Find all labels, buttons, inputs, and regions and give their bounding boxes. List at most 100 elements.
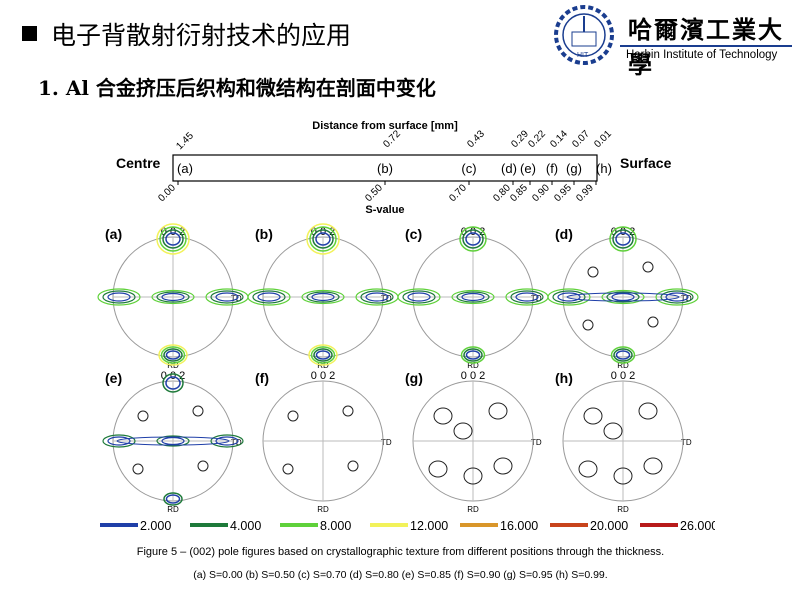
rd-label: RD: [617, 361, 629, 370]
contour: [397, 288, 441, 306]
contour: [162, 373, 184, 393]
contour: [612, 229, 634, 249]
contour: [609, 226, 637, 252]
contour: [156, 223, 190, 255]
surface-label: Surface: [620, 155, 672, 171]
legend-value: 2.000: [140, 519, 171, 533]
contour: [197, 460, 209, 472]
figure-caption-positions: (a) S=0.00 (b) S=0.50 (c) S=0.70 (d) S=0…: [193, 569, 608, 581]
pole-figure-label: (b): [255, 226, 273, 242]
distance-value: 0.22: [526, 128, 548, 150]
pole-index: 0 0 2: [461, 370, 485, 382]
position-label: (g): [566, 161, 582, 176]
svg-text:HIT: HIT: [577, 52, 589, 59]
distance-value: 0.07: [570, 128, 592, 150]
distance-value: 0.29: [509, 128, 531, 150]
legend-value: 4.000: [230, 519, 261, 533]
distance-value: 1.45: [174, 130, 196, 152]
contour: [463, 467, 483, 485]
contour: [252, 290, 286, 304]
contour: [515, 292, 539, 302]
contour: [308, 344, 338, 366]
contour: [161, 292, 185, 302]
position-label: (f): [546, 161, 558, 176]
pole-index: 0 0 2: [161, 226, 185, 238]
distance-value: 0.14: [548, 128, 570, 150]
rd-label: RD: [467, 505, 479, 514]
contour: [156, 435, 190, 447]
pole-figure-label: (e): [105, 370, 122, 386]
pole-index: 0 0 2: [611, 370, 635, 382]
contour: [160, 346, 186, 364]
legend-value: 12.000: [410, 519, 448, 533]
position-label: (b): [377, 161, 393, 176]
logo-chinese-name: 哈爾濱工業大學: [628, 15, 784, 79]
contour: [610, 346, 636, 364]
contour: [210, 290, 244, 304]
centre-label: Centre: [116, 155, 161, 171]
s-value: 0.85: [508, 182, 530, 204]
sample-position-schematic: Distance from surface [mm] S-value Centr…: [116, 120, 672, 216]
contour: [557, 292, 581, 302]
contour: [312, 229, 334, 249]
rd-label: RD: [167, 505, 179, 514]
contour: [102, 434, 136, 448]
position-label: (c): [461, 161, 476, 176]
contour: [428, 460, 448, 478]
pole-figure-label: (g): [405, 370, 423, 386]
td-label: TD: [531, 438, 542, 447]
pole-figure-label: (a): [105, 226, 122, 242]
pole-figure-label: (d): [555, 226, 573, 242]
s-value: 0.70: [447, 182, 469, 204]
contour: [402, 290, 436, 304]
contour: [257, 292, 281, 302]
contour: [615, 350, 631, 360]
contour: [315, 350, 331, 360]
contour: [165, 232, 181, 246]
bullet-square-icon: [22, 26, 37, 41]
contour: [365, 292, 389, 302]
contour: [461, 292, 485, 302]
contour: [547, 288, 591, 306]
contour: [459, 226, 487, 252]
contour: [456, 291, 490, 303]
contour: [642, 261, 654, 273]
contour: [163, 492, 183, 506]
contour: [159, 226, 187, 252]
contour: [603, 422, 623, 440]
legend-value: 20.000: [590, 519, 628, 533]
contour: [137, 410, 149, 422]
figure-caption: Figure 5 – (002) pole figures based on c…: [136, 546, 665, 558]
contour: [162, 229, 184, 249]
contour: [306, 291, 340, 303]
contour: [102, 290, 136, 304]
contour: [347, 460, 359, 472]
pole-index: 0 0 2: [311, 226, 335, 238]
contour: [116, 436, 230, 446]
contour: [97, 288, 141, 306]
contour: [552, 290, 586, 304]
distance-axis-label: Distance from surface [mm]: [312, 120, 458, 132]
td-label: TD: [681, 438, 692, 447]
contour: [587, 266, 599, 278]
contour: [282, 463, 294, 475]
contour: [158, 344, 188, 366]
contour: [601, 289, 645, 305]
contour: [566, 292, 680, 302]
hit-logo-emblem: HIT: [554, 5, 614, 65]
contour: [165, 350, 181, 360]
slide-title-text: 电子背散射衍射技术的应用: [51, 21, 352, 50]
contour: [655, 288, 699, 306]
contour: [665, 292, 689, 302]
s-value: 0.50: [363, 182, 385, 204]
contour: [215, 292, 239, 302]
contour: [165, 494, 181, 504]
contour: [578, 460, 598, 478]
s-value: 0.00: [156, 182, 178, 204]
